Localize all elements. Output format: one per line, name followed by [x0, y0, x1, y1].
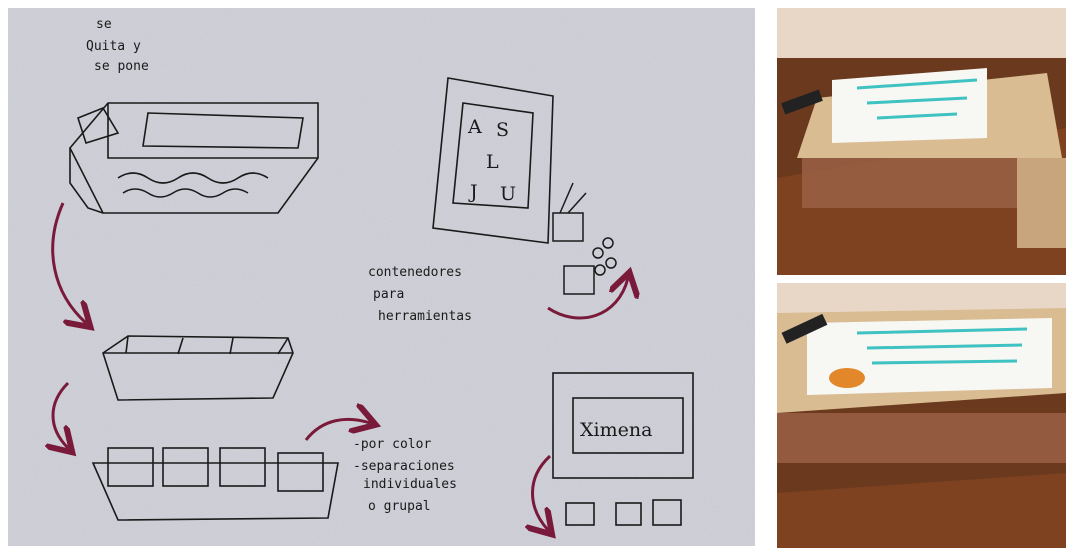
sketch-panel: se Quita y se pone [8, 8, 755, 546]
note-line-3: se pone [94, 59, 149, 74]
maze-tray-photo-icon [777, 283, 1066, 548]
letter-j: J [468, 181, 478, 203]
sketch-drawing: se Quita y se pone [8, 8, 755, 546]
bullet-2: -separaciones [353, 459, 455, 474]
maze-tray-photo-icon [777, 8, 1066, 275]
note-line-1: se [96, 17, 112, 32]
bullet-4: o grupal [368, 499, 431, 514]
note-line-2: Quita y [86, 39, 141, 54]
photo-top [777, 8, 1066, 275]
tools-label-1: contenedores [368, 265, 462, 280]
letter-u: U [500, 183, 516, 205]
tools-label-3: herramientas [378, 309, 472, 324]
letter-s: S [496, 119, 509, 141]
bullet-1: -por color [353, 437, 431, 452]
bullet-3: individuales [363, 477, 457, 492]
tools-label-2: para [373, 287, 404, 302]
letter-a: A [467, 116, 482, 138]
photo-bottom [777, 283, 1066, 548]
letter-l: L [486, 151, 499, 173]
board-name: Ximena [580, 419, 652, 441]
